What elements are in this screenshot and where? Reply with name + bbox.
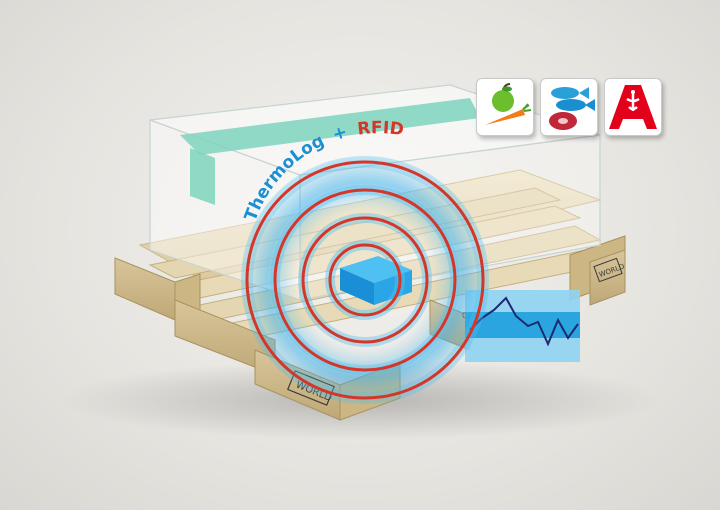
pharmacy-icon: [609, 85, 657, 129]
fish-meat-icon: [549, 87, 595, 130]
rfid-signal-waves: [240, 155, 490, 405]
apple-carrot-icon: [485, 83, 532, 125]
temperature-graph-panel: [465, 290, 580, 362]
fresh-produce-badge: [476, 78, 534, 136]
caption-tech: RFID: [356, 118, 405, 140]
temperature-curve: [469, 296, 579, 347]
fish-meat-badge: [540, 78, 598, 136]
sealing-tape: [180, 98, 480, 155]
pharmacy-badge: [604, 78, 662, 136]
caption-plus: +: [330, 122, 349, 145]
